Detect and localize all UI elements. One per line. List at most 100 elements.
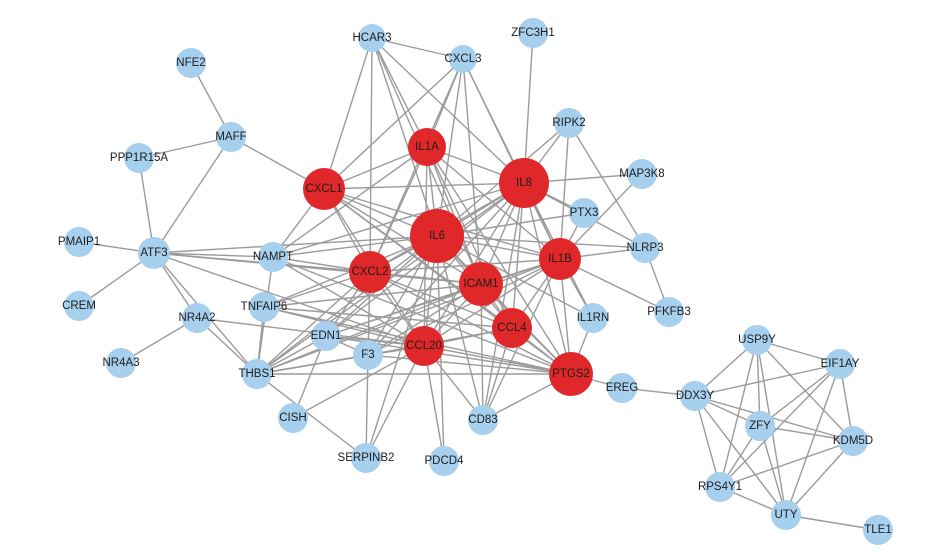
node-pfkfb3[interactable]: PFKFB3 bbox=[647, 297, 691, 327]
node-cxcl2[interactable]: CXCL2 bbox=[349, 251, 391, 293]
node-label: PMAIP1 bbox=[58, 236, 100, 248]
node-circle[interactable] bbox=[449, 45, 477, 73]
node-map3k8[interactable]: MAP3K8 bbox=[619, 159, 665, 189]
node-ptgs2[interactable]: PTGS2 bbox=[549, 352, 593, 396]
edge-f3-serpinb2 bbox=[365, 354, 369, 459]
node-circle[interactable] bbox=[771, 500, 801, 530]
node-eif1ay[interactable]: EIF1AY bbox=[821, 349, 860, 379]
node-tnfaip6[interactable]: TNFAIP6 bbox=[241, 292, 288, 322]
node-pdcd4[interactable]: PDCD4 bbox=[425, 446, 465, 476]
node-zfy[interactable]: ZFY bbox=[745, 411, 775, 441]
node-pmaip1[interactable]: PMAIP1 bbox=[58, 227, 100, 257]
node-il6[interactable]: IL6 bbox=[410, 209, 464, 263]
node-ccl20[interactable]: CCL20 bbox=[404, 326, 444, 366]
node-crem[interactable]: CREM bbox=[62, 291, 96, 321]
node-circle[interactable] bbox=[499, 158, 549, 208]
node-circle[interactable] bbox=[349, 251, 391, 293]
node-thbs1[interactable]: THBS1 bbox=[238, 359, 276, 389]
edge-atf3-ccl20 bbox=[153, 252, 425, 347]
node-circle[interactable] bbox=[249, 292, 279, 322]
node-il1b[interactable]: IL1B bbox=[539, 238, 581, 280]
node-circle[interactable] bbox=[578, 303, 608, 333]
node-il1rn[interactable]: IL1RN bbox=[577, 303, 610, 333]
node-circle[interactable] bbox=[429, 446, 459, 476]
node-circle[interactable] bbox=[627, 159, 657, 189]
node-circle[interactable] bbox=[539, 238, 581, 280]
node-il1a[interactable]: IL1A bbox=[408, 128, 446, 166]
node-circle[interactable] bbox=[410, 209, 464, 263]
node-label: TLE1 bbox=[864, 524, 892, 536]
node-circle[interactable] bbox=[64, 291, 94, 321]
node-circle[interactable] bbox=[468, 405, 498, 435]
node-maff[interactable]: MAFF bbox=[215, 122, 247, 152]
node-icam1[interactable]: ICAM1 bbox=[459, 262, 503, 306]
node-nr4a2[interactable]: NR4A2 bbox=[178, 303, 216, 333]
node-label: PTGS2 bbox=[552, 368, 590, 380]
node-kdm5d[interactable]: KDM5D bbox=[833, 426, 873, 456]
node-cxcl3[interactable]: CXCL3 bbox=[444, 45, 482, 73]
node-label: NLRP3 bbox=[626, 242, 663, 254]
node-circle[interactable] bbox=[353, 340, 383, 370]
node-circle[interactable] bbox=[863, 515, 893, 545]
node-circle[interactable] bbox=[825, 349, 855, 379]
node-circle[interactable] bbox=[124, 143, 154, 173]
node-circle[interactable] bbox=[216, 122, 246, 152]
node-circle[interactable] bbox=[278, 403, 308, 433]
node-circle[interactable] bbox=[518, 18, 548, 48]
node-circle[interactable] bbox=[242, 359, 272, 389]
node-circle[interactable] bbox=[705, 472, 735, 502]
node-ereg[interactable]: EREG bbox=[606, 373, 639, 403]
node-circle[interactable] bbox=[358, 24, 386, 52]
node-circle[interactable] bbox=[182, 303, 212, 333]
node-ripk2[interactable]: RIPK2 bbox=[552, 108, 586, 138]
node-circle[interactable] bbox=[549, 352, 593, 396]
node-atf3[interactable]: ATF3 bbox=[138, 237, 170, 269]
node-nampt[interactable]: NAMPT bbox=[253, 242, 293, 272]
node-hcar3[interactable]: HCAR3 bbox=[353, 24, 392, 52]
node-edn1[interactable]: EDN1 bbox=[311, 321, 342, 351]
node-layer: IL6IL8IL1ACXCL1CXCL2ICAM1IL1BCCL4CCL20PT… bbox=[58, 18, 893, 545]
node-circle[interactable] bbox=[745, 411, 775, 441]
node-ddx3y[interactable]: DDX3Y bbox=[676, 381, 715, 411]
node-circle[interactable] bbox=[311, 321, 341, 351]
node-f3[interactable]: F3 bbox=[353, 340, 383, 370]
node-zfc3h1[interactable]: ZFC3H1 bbox=[511, 18, 555, 48]
node-circle[interactable] bbox=[404, 326, 444, 366]
node-usp9y[interactable]: USP9Y bbox=[738, 325, 776, 355]
node-circle[interactable] bbox=[106, 348, 136, 378]
node-ptx3[interactable]: PTX3 bbox=[569, 198, 599, 228]
node-il8[interactable]: IL8 bbox=[499, 158, 549, 208]
node-circle[interactable] bbox=[64, 227, 94, 257]
node-ccl4[interactable]: CCL4 bbox=[492, 308, 532, 348]
node-cd83[interactable]: CD83 bbox=[468, 405, 498, 435]
node-circle[interactable] bbox=[138, 237, 170, 269]
node-tle1[interactable]: TLE1 bbox=[863, 515, 893, 545]
node-circle[interactable] bbox=[838, 426, 868, 456]
node-rps4y1[interactable]: RPS4Y1 bbox=[698, 472, 742, 502]
node-circle[interactable] bbox=[351, 443, 381, 473]
node-serpinb2[interactable]: SERPINB2 bbox=[338, 443, 395, 473]
edge-ripk2-il1b bbox=[559, 122, 570, 260]
node-circle[interactable] bbox=[408, 128, 446, 166]
node-label: F3 bbox=[361, 349, 374, 361]
node-uty[interactable]: UTY bbox=[771, 500, 801, 530]
node-circle[interactable] bbox=[492, 308, 532, 348]
node-circle[interactable] bbox=[742, 325, 772, 355]
node-circle[interactable] bbox=[554, 108, 584, 138]
edge-kdm5d-uty bbox=[785, 440, 854, 516]
node-circle[interactable] bbox=[680, 381, 710, 411]
node-nfe2[interactable]: NFE2 bbox=[176, 48, 206, 78]
node-circle[interactable] bbox=[654, 297, 684, 327]
node-circle[interactable] bbox=[630, 233, 660, 263]
node-nr4a3[interactable]: NR4A3 bbox=[102, 348, 140, 378]
node-cxcl1[interactable]: CXCL1 bbox=[303, 168, 345, 210]
node-circle[interactable] bbox=[459, 262, 503, 306]
node-circle[interactable] bbox=[303, 168, 345, 210]
node-circle[interactable] bbox=[176, 48, 206, 78]
node-cish[interactable]: CISH bbox=[278, 403, 308, 433]
node-circle[interactable] bbox=[258, 242, 288, 272]
node-circle[interactable] bbox=[569, 198, 599, 228]
node-nlrp3[interactable]: NLRP3 bbox=[626, 233, 664, 263]
node-circle[interactable] bbox=[607, 373, 637, 403]
node-ppp1r15a[interactable]: PPP1R15A bbox=[110, 143, 169, 173]
